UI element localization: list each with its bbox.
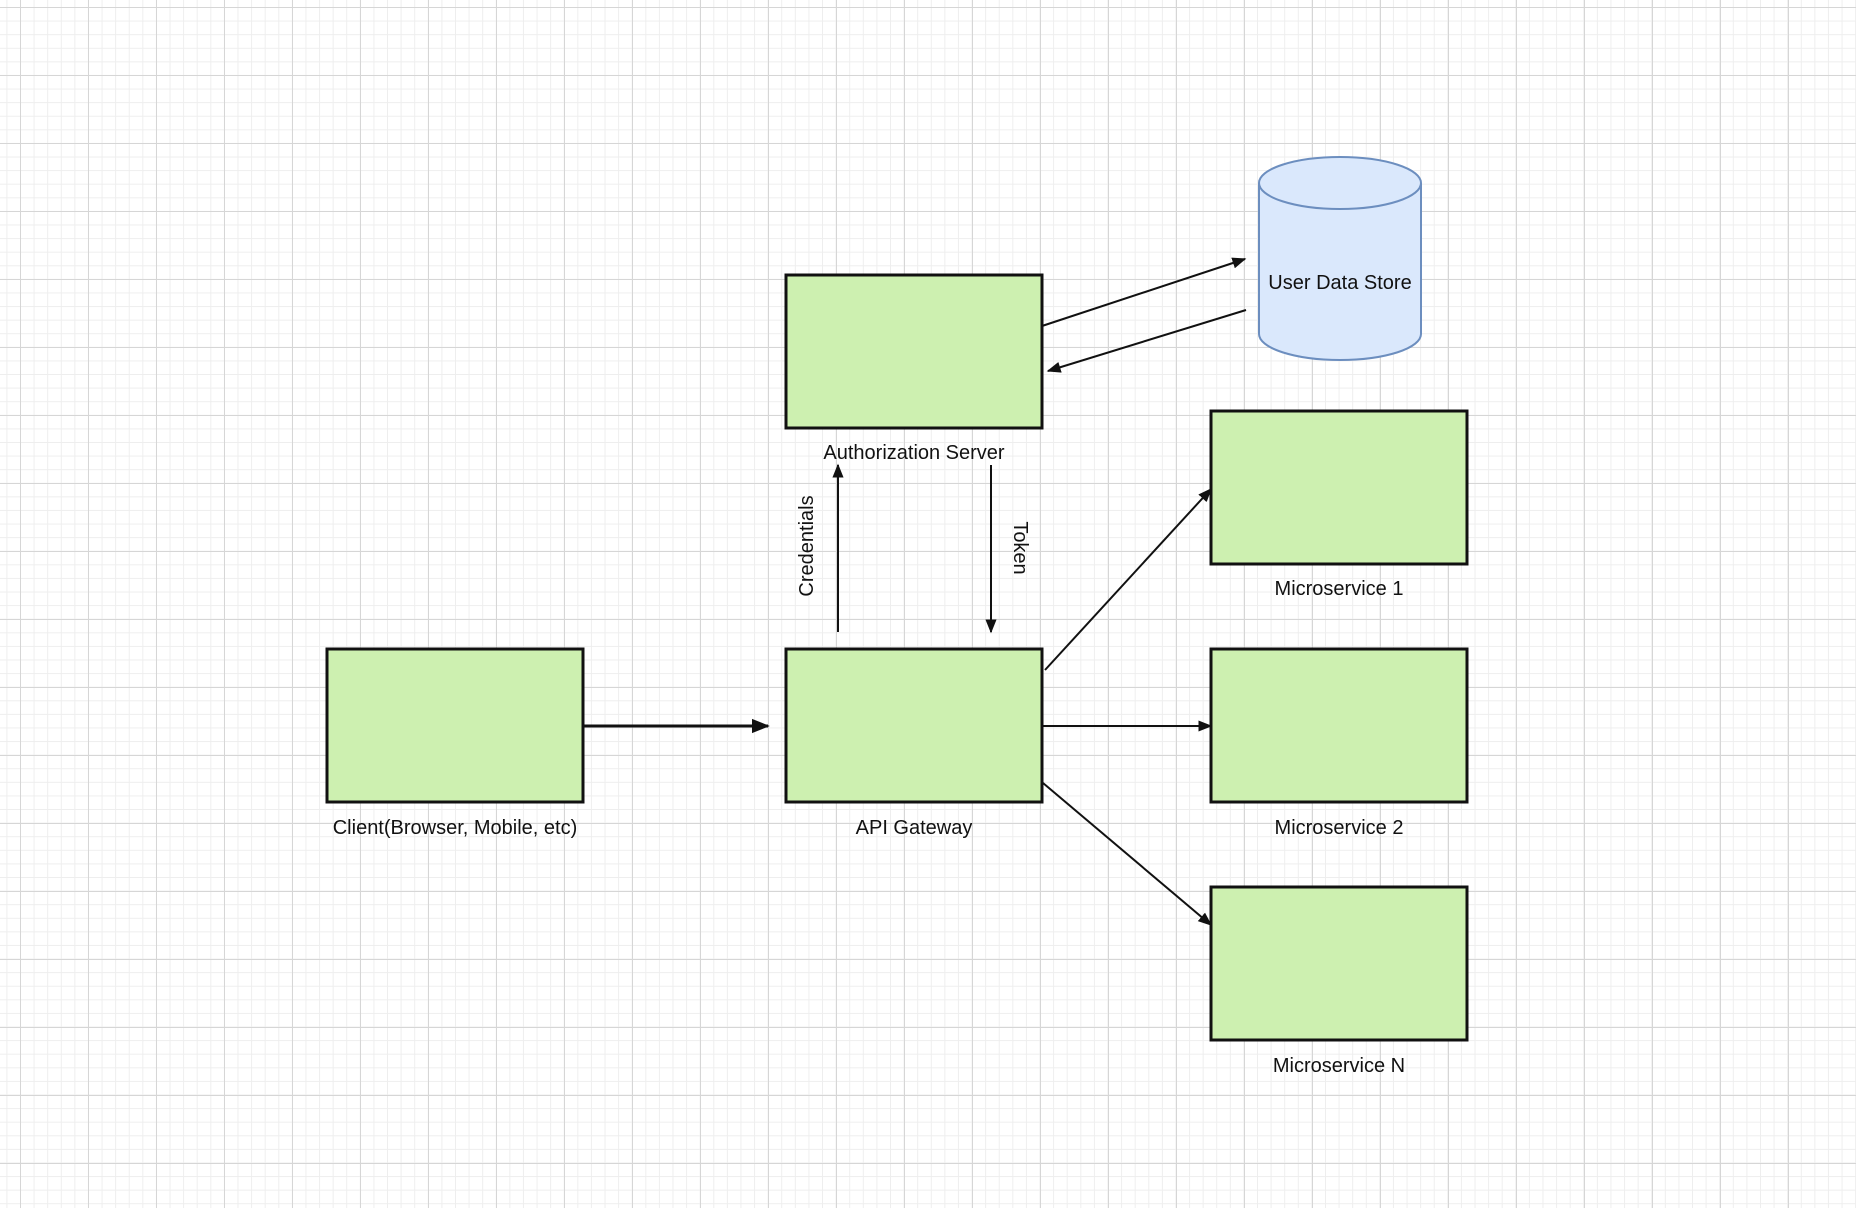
microservice-n-label: Microservice N (1273, 1055, 1405, 1077)
credentials-edge-label: Credentials (796, 495, 818, 596)
edge-gateway-to-ms1[interactable] (1044, 487, 1212, 671)
edge-gateway-to-msn[interactable] (1042, 782, 1213, 926)
authorization-server-box[interactable] (784, 273, 1044, 430)
client-box[interactable] (325, 647, 585, 804)
user-data-store-label: User Data Store (1268, 272, 1411, 294)
edge-datastore-to-auth[interactable] (1046, 309, 1247, 373)
microservice-1-label: Microservice 1 (1275, 578, 1404, 600)
client-label: Client(Browser, Mobile, etc) (333, 817, 578, 839)
microservice-2-label: Microservice 2 (1275, 817, 1404, 839)
microservice-2-box[interactable] (1209, 647, 1469, 804)
api-gateway-box[interactable] (784, 647, 1044, 804)
token-edge-label: Token (1009, 521, 1031, 574)
microservice-1-box[interactable] (1209, 409, 1469, 566)
api-gateway-label: API Gateway (856, 817, 973, 839)
microservice-n-box[interactable] (1209, 885, 1469, 1042)
authorization-server-label: Authorization Server (823, 442, 1005, 464)
user-data-store-cylinder[interactable] (1258, 156, 1422, 361)
edge-auth-to-datastore[interactable] (1041, 257, 1247, 327)
